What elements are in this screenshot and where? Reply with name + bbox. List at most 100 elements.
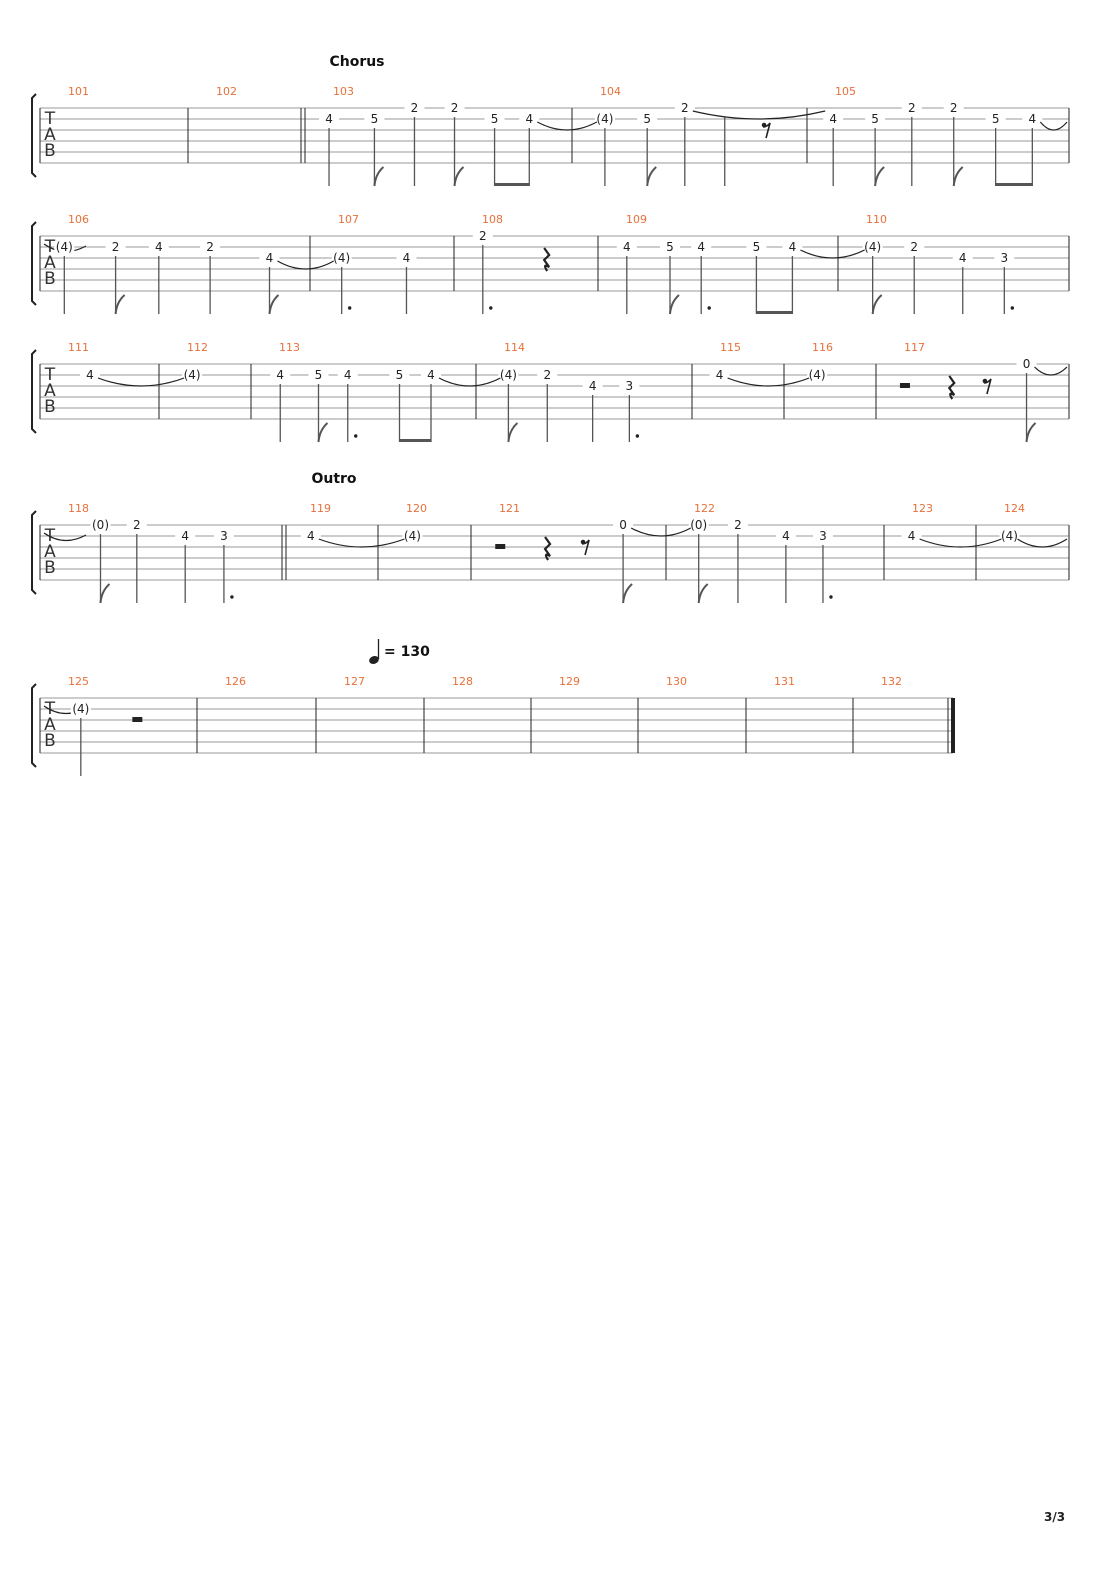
tie-arc (536, 121, 598, 131)
tie-arc (43, 532, 87, 542)
duration-dot (354, 434, 358, 438)
fret-number: (4) (809, 368, 826, 382)
fret-number: 2 (451, 101, 459, 115)
fret-number: 2 (910, 240, 918, 254)
measure-number: 104 (600, 85, 621, 98)
fret-backdrop (943, 102, 964, 114)
tab-clef-letter: T (44, 365, 56, 385)
fret-number: (4) (56, 240, 73, 254)
fret-backdrop (259, 252, 280, 264)
fret-number: 4 (697, 240, 705, 254)
measure-number: 107 (338, 213, 359, 226)
quarter-note-icon (369, 656, 379, 664)
fret-backdrop (148, 241, 169, 253)
fret-number: 4 (403, 251, 411, 265)
measure-number: 126 (225, 675, 246, 688)
tab-clef-letter: T (44, 109, 56, 129)
measure-number: 118 (68, 502, 89, 515)
fret-backdrop (308, 369, 329, 381)
fret-backdrop (79, 369, 100, 381)
tab-clef-letter: A (44, 715, 56, 735)
fret-backdrop (54, 241, 75, 253)
fret-backdrop (537, 369, 558, 381)
duration-dot (829, 595, 833, 599)
tempo-text: = 130 (384, 644, 430, 660)
tie-arc (318, 538, 405, 548)
fret-number: 4 (155, 240, 163, 254)
fret-number: 2 (411, 101, 419, 115)
measure-number: 119 (310, 502, 331, 515)
system-bracket (31, 683, 37, 768)
fret-backdrop (402, 530, 423, 542)
tie-arc (919, 538, 1002, 548)
quarter-rest (947, 375, 956, 400)
fret-number: 3 (220, 529, 228, 543)
eighth-rest (983, 378, 992, 395)
fret-backdrop (396, 252, 417, 264)
tie-arc (97, 377, 185, 387)
eighth-flag (871, 294, 883, 315)
measure-number: 105 (835, 85, 856, 98)
measure-number: 108 (482, 213, 503, 226)
quarter-rest (543, 536, 552, 561)
fret-number: (4) (1001, 529, 1018, 543)
fret-number: 4 (86, 368, 94, 382)
system-bracket (31, 93, 37, 178)
fret-number: (4) (333, 251, 350, 265)
measure-number: 120 (406, 502, 427, 515)
measure-number: 111 (68, 341, 89, 354)
tab-clef-letter: B (44, 269, 56, 289)
fret-backdrop (421, 369, 441, 381)
fret-backdrop (484, 113, 505, 125)
eighth-flag (114, 294, 126, 315)
fret-backdrop (674, 102, 695, 114)
fret-backdrop (70, 703, 91, 715)
fret-backdrop (865, 113, 886, 125)
fret-backdrop (775, 530, 796, 542)
tab-clef-letter: A (44, 253, 56, 273)
fret-number: (4) (184, 368, 201, 382)
tab-clef-letter: B (44, 397, 56, 417)
fret-backdrop (901, 102, 922, 114)
fret-backdrop (337, 369, 358, 381)
measure-number: 122 (694, 502, 715, 515)
duration-dot (347, 306, 352, 310)
tie-arc (438, 377, 501, 387)
tab-clef-letter: B (44, 731, 56, 751)
fret-backdrop (444, 102, 465, 114)
measure-number: 101 (68, 85, 89, 98)
tab-clef-letter: B (44, 558, 56, 578)
fret-backdrop (519, 113, 540, 125)
fret-backdrop (582, 380, 603, 392)
eighth-flag (646, 166, 657, 187)
eighth-flag (697, 583, 709, 604)
beam (995, 183, 1033, 186)
fret-backdrop (709, 369, 730, 381)
fret-number: 4 (266, 251, 274, 265)
fret-number: 0 (619, 518, 627, 532)
fret-backdrop (90, 519, 111, 531)
measure-number: 123 (912, 502, 933, 515)
fret-backdrop (182, 369, 203, 381)
fret-number: 3 (626, 379, 634, 393)
fret-backdrop (904, 241, 925, 253)
measure-number: 121 (499, 502, 520, 515)
duration-dot (635, 434, 640, 438)
fret-backdrop (727, 519, 748, 531)
duration-dot (230, 595, 234, 599)
section-title: Chorus (329, 54, 384, 70)
fret-backdrop (1016, 358, 1037, 370)
eighth-flag (268, 294, 280, 315)
system-bracket (31, 221, 37, 306)
measure-number: 103 (333, 85, 354, 98)
fret-backdrop (688, 519, 709, 531)
fret-number: 2 (681, 101, 689, 115)
fret-backdrop (952, 252, 973, 264)
fret-backdrop (331, 252, 352, 264)
measure-number: 112 (187, 341, 208, 354)
section-title: Outro (311, 471, 356, 487)
fret-backdrop (613, 519, 634, 531)
fret-number: 5 (315, 368, 323, 382)
